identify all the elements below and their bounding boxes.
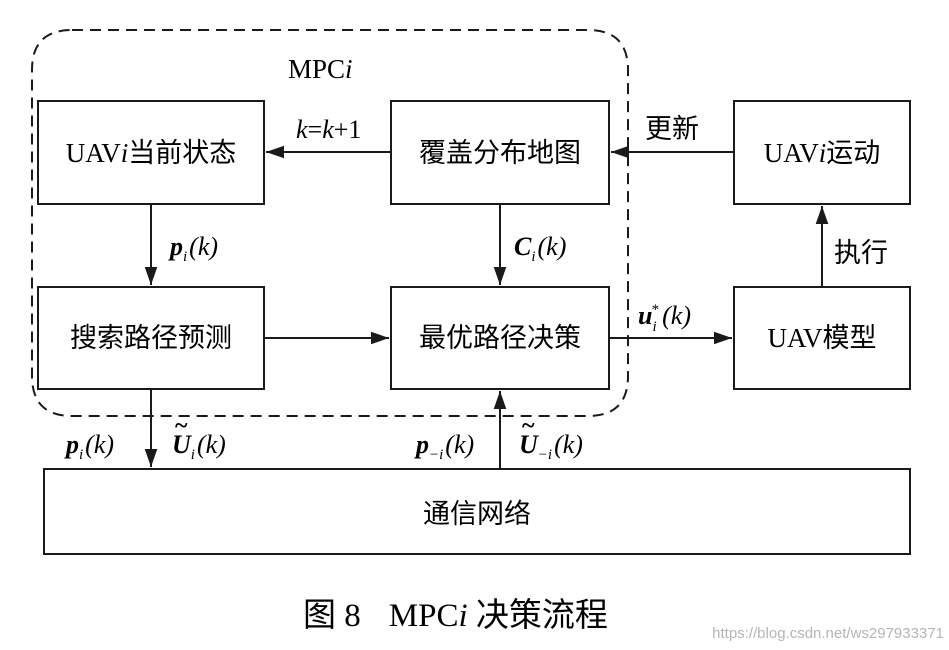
label-execute: 执行 — [834, 238, 888, 268]
box-uav-current-state: UAVi当前状态 — [37, 100, 265, 205]
mpc-label: MPCi — [288, 54, 353, 84]
box-uav-motion: UAVi运动 — [733, 100, 911, 205]
box-optimal-path-decision: 最优路径决策 — [390, 286, 610, 390]
box-search-path-prediction: 搜索路径预测 — [37, 286, 265, 390]
label-c-i-k: Ci(k) — [514, 232, 566, 265]
label-p-minus-i: p−i(k) — [414, 430, 474, 463]
label-p-i-k: pi(k) — [168, 232, 218, 265]
svg-text:最优路径决策: 最优路径决策 — [419, 323, 581, 353]
label-u-tilde-i: Ui(k) — [172, 430, 226, 463]
svg-text:UAV模型: UAV模型 — [767, 323, 876, 353]
label-u-tilde-minus-i: U−i(k) — [519, 430, 583, 463]
label-p-i-k-network: pi(k) — [64, 430, 114, 463]
svg-text:UAVi运动: UAVi运动 — [764, 138, 881, 168]
svg-text:UAVi当前状态: UAVi当前状态 — [66, 138, 237, 168]
box-coverage-map: 覆盖分布地图 — [390, 100, 610, 205]
mpc-boundary — [31, 29, 629, 417]
svg-text:通信网络: 通信网络 — [423, 499, 531, 529]
label-update: 更新 — [645, 114, 699, 144]
tilde-u-minus-i: ~ — [522, 413, 535, 439]
watermark: https://blog.csdn.net/ws297933371 — [712, 625, 944, 642]
box-communication-network: 通信网络 — [43, 468, 911, 555]
tilde-u-i: ~ — [175, 413, 188, 439]
label-u-star: ui*(k) — [638, 301, 691, 335]
svg-text:搜索路径预测: 搜索路径预测 — [70, 323, 232, 353]
svg-text:覆盖分布地图: 覆盖分布地图 — [419, 138, 581, 168]
label-k-update: k=k+1 — [296, 115, 361, 144]
box-uav-model: UAV模型 — [733, 286, 911, 390]
